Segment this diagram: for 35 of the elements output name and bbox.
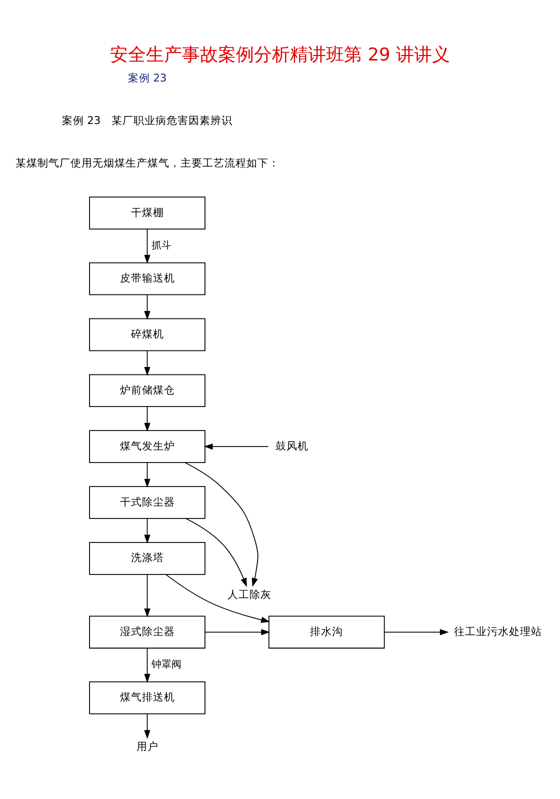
arrow xyxy=(186,518,247,587)
node-box: 干式除尘器 xyxy=(89,486,206,519)
node-box: 皮带输送机 xyxy=(89,262,206,296)
node-box: 洗涤塔 xyxy=(89,542,206,575)
arrow xyxy=(144,518,150,544)
edge-label: 抓斗 xyxy=(152,240,172,252)
arrow xyxy=(144,228,150,264)
arrow xyxy=(144,574,150,618)
arrow xyxy=(384,629,449,636)
arrow xyxy=(144,294,150,320)
node-text: 往工业污水处理站 xyxy=(454,624,542,638)
node-box: 湿式除尘器 xyxy=(89,616,206,649)
arrow xyxy=(144,462,150,488)
node-text: 用户 xyxy=(136,740,158,753)
arrow xyxy=(144,406,150,432)
arrow xyxy=(204,443,269,450)
label: 某煤制气厂使用无烟煤生产煤气，主要工艺流程如下： xyxy=(15,156,280,170)
node-box: 煤气发生炉 xyxy=(89,430,206,463)
arrow xyxy=(184,462,258,587)
node-box: 碎煤机 xyxy=(89,318,206,352)
node-text: 鼓风机 xyxy=(275,439,308,452)
arrow xyxy=(204,629,270,636)
edge-label: 钟罩阀 xyxy=(152,659,182,670)
arrow xyxy=(144,350,150,376)
node-box: 干煤棚 xyxy=(89,196,206,230)
diagram-title: 安全生产事故案例分析精讲班第 29 讲讲义 xyxy=(110,45,450,66)
node-text: 人工除灰 xyxy=(227,588,272,602)
node-box: 煤气排送机 xyxy=(89,681,206,714)
arrow xyxy=(144,714,150,739)
arrow xyxy=(166,574,270,623)
node-box: 炉前储煤仓 xyxy=(89,374,206,408)
label: 案例 23 xyxy=(128,71,167,84)
label: 案例 23 某厂职业病危害因素辨识 xyxy=(62,114,233,127)
node-box: 排水沟 xyxy=(268,616,385,649)
arrow xyxy=(144,648,150,683)
